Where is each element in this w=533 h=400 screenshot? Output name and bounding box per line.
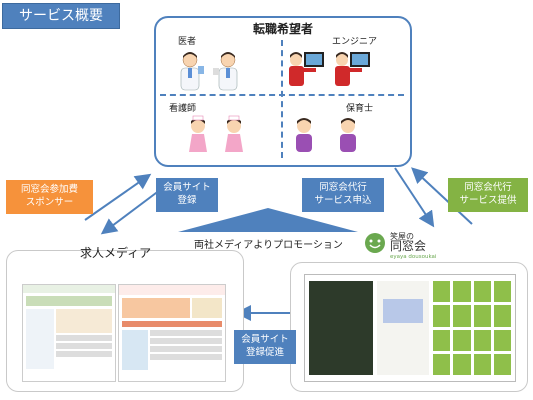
promotion-triangle (178, 208, 358, 232)
role-doctor-label: 医者 (178, 37, 197, 47)
logo-small-text: 笑屋の (390, 232, 414, 241)
arrow-media-to-seekers (84, 173, 152, 221)
arrow-seekers-to-media (100, 189, 161, 235)
job-site-screenshot-2 (118, 284, 226, 382)
job-site-screenshot-1 (22, 284, 116, 382)
engineer-figures-icon (289, 52, 370, 86)
page-title: サービス概要 (2, 3, 120, 29)
vertical-divider (281, 40, 283, 158)
horizontal-divider (160, 94, 404, 96)
job-media-title: 求人メディア (80, 246, 152, 260)
arrow-dousoukai-to-seekers (411, 167, 473, 225)
role-nurse-label: 看護師 (169, 104, 197, 114)
logo-mark-icon (365, 233, 385, 253)
role-childcare-label: 保育士 (346, 104, 374, 114)
member-register-label: 会員サイト登録 (156, 178, 218, 212)
doctor-figures-icon (180, 52, 238, 91)
sponsor-label: 同窓会参加費スポンサー (6, 180, 93, 214)
arrow-seekers-to-dousoukai (394, 167, 435, 228)
dousoukai-logo: 笑屋の 同窓会 eyaya dousoukai (364, 230, 454, 262)
promotion-text: 両社メディアよりプロモーション (194, 240, 343, 251)
agency-provide-label: 同窓会代行サービス提供 (448, 178, 528, 212)
member-promote-label: 会員サイト登録促進 (234, 330, 296, 364)
logo-main-text: 同窓会 (390, 239, 427, 253)
nurse-figures-icon (189, 115, 243, 152)
job-seekers-title: 転職希望者 (252, 22, 313, 36)
role-engineer-label: エンジニア (332, 37, 378, 47)
childcare-figures-icon (296, 118, 356, 152)
agency-apply-label: 同窓会代行サービス申込 (302, 178, 384, 212)
dousoukai-site-screenshot (304, 274, 516, 382)
logo-sub-text: eyaya dousoukai (390, 254, 437, 260)
